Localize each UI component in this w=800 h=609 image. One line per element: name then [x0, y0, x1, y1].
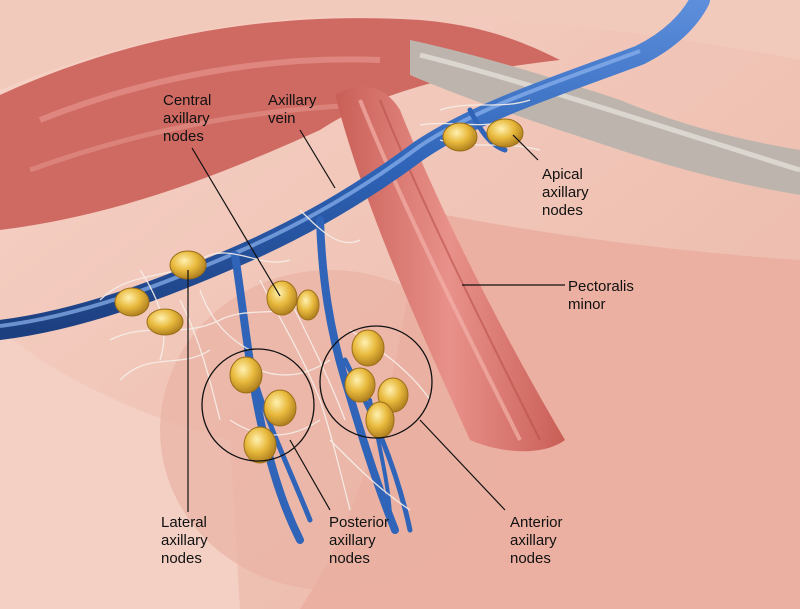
apical-axillary-nodes-label: Apical axillary nodes	[542, 166, 589, 219]
apical-leader	[512, 134, 539, 161]
leader-lines	[187, 129, 565, 512]
posterior-highlight-circle	[201, 348, 315, 462]
anterior-leader	[419, 419, 506, 511]
lymph-nodes	[114, 118, 524, 464]
posterior-axillary-nodes-label: Posterior axillary nodes	[329, 514, 390, 567]
anterior-axillary-nodes-label: Anterior axillary nodes	[510, 514, 563, 567]
axillary-vein	[0, 0, 710, 340]
pectoralis-minor-label: Pectoralis minor	[568, 278, 634, 313]
arm-region	[0, 330, 240, 609]
vein-leader	[299, 129, 336, 189]
apical-node	[486, 118, 524, 148]
central-node	[266, 280, 298, 316]
lateral-node	[114, 287, 150, 317]
anterior-node	[365, 401, 395, 439]
anterior-node	[351, 329, 385, 367]
posterior-node	[243, 426, 277, 464]
axillary-vein-label: Axillary vein	[268, 92, 317, 127]
posterior-node	[263, 389, 297, 427]
central-node	[296, 289, 320, 321]
lateral-node	[146, 308, 184, 336]
shoulder-surface	[0, 0, 800, 90]
apical-node	[442, 122, 478, 152]
posterior-leader	[289, 439, 331, 511]
central-axillary-nodes-label: Central axillary nodes	[163, 92, 212, 145]
anterior-node	[344, 367, 376, 403]
central-leader	[191, 147, 281, 297]
lateral-axillary-nodes-label: Lateral axillary nodes	[161, 514, 208, 567]
posterior-node	[229, 356, 263, 394]
anterior-highlight-circle	[319, 325, 433, 439]
